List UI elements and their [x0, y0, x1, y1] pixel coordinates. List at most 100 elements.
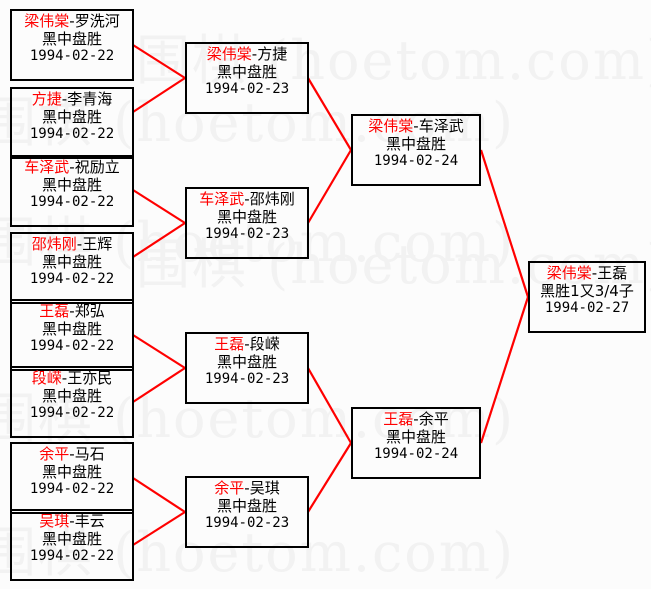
match-date: 1994-02-23 [204, 226, 290, 243]
connector-line [307, 77, 352, 151]
match-box-r2-3[interactable]: 王磊-段嵘 黑中盘胜 1994-02-23 [185, 332, 309, 404]
match-players: 方捷-李青海 [12, 90, 132, 109]
match-winner: 王磊 [383, 410, 414, 428]
match-players: 梁伟棠-方捷 [187, 45, 307, 64]
match-separator: - [413, 410, 419, 428]
match-winner: 邵炜刚 [31, 235, 77, 253]
match-separator: - [251, 45, 258, 63]
match-players: 余平-马石 [12, 445, 132, 464]
match-date: 1994-02-23 [204, 371, 290, 388]
match-result: 黑中盘胜 [41, 175, 102, 194]
match-loser: 王亦民 [67, 369, 113, 387]
match-winner: 王磊 [214, 335, 245, 353]
match-result: 黑中盘胜 [385, 427, 446, 446]
match-box-r1-7[interactable]: 余平-马石 黑中盘胜 1994-02-22 [10, 442, 134, 514]
match-box-r2-2[interactable]: 车泽武-邵炜刚 黑中盘胜 1994-02-23 [185, 187, 309, 259]
match-result: 黑中盘胜 [385, 134, 446, 153]
match-date: 1994-02-24 [373, 446, 459, 463]
match-players: 王磊-郑弘 [12, 302, 132, 321]
match-date: 1994-02-27 [544, 300, 630, 317]
match-players: 吴琪-丰云 [12, 512, 132, 531]
match-separator: - [69, 445, 75, 463]
match-players: 段嵘-王亦民 [12, 369, 132, 388]
match-box-r1-1[interactable]: 梁伟棠-罗洗河 黑中盘胜 1994-02-22 [10, 9, 134, 81]
match-date: 1994-02-22 [29, 271, 115, 288]
match-players: 车泽武-邵炜刚 [187, 190, 307, 209]
match-box-r1-3[interactable]: 车泽武-祝励立 黑中盘胜 1994-02-22 [10, 155, 134, 227]
match-result: 黑胜1又3/4子 [540, 281, 634, 300]
connector-line [307, 442, 352, 513]
match-players: 梁伟棠-王磊 [530, 264, 644, 283]
match-separator: - [244, 190, 250, 208]
match-loser: 段嵘 [249, 335, 280, 353]
match-loser: 马石 [74, 445, 105, 463]
match-box-r2-4[interactable]: 余平-吴琪 黑中盘胜 1994-02-23 [185, 476, 309, 548]
match-players: 梁伟棠-罗洗河 [12, 12, 132, 31]
match-box-r1-6[interactable]: 段嵘-王亦民 黑中盘胜 1994-02-22 [10, 366, 134, 438]
match-winner: 段嵘 [31, 369, 62, 387]
match-result: 黑中盘胜 [216, 207, 277, 226]
match-result: 黑中盘胜 [216, 496, 277, 515]
match-players: 余平-吴琪 [187, 479, 307, 498]
match-separator: - [69, 12, 75, 30]
match-players: 车泽武-祝励立 [12, 158, 132, 177]
match-date: 1994-02-22 [29, 126, 115, 143]
match-result: 黑中盘胜 [41, 386, 102, 405]
match-result: 黑中盘胜 [41, 319, 102, 338]
match-players: 王磊-段嵘 [187, 335, 307, 354]
match-separator: - [69, 512, 75, 530]
match-winner: 车泽武 [24, 158, 70, 176]
connector-line [132, 44, 186, 79]
match-winner: 余平 [39, 445, 70, 463]
match-date: 1994-02-24 [373, 153, 459, 170]
match-date: 1994-02-22 [29, 405, 115, 422]
match-box-sf-2[interactable]: 王磊-余平 黑中盘胜 1994-02-24 [351, 407, 481, 479]
match-date: 1994-02-22 [29, 338, 115, 355]
match-winner: 方捷 [31, 90, 62, 108]
connector-line [132, 77, 186, 113]
match-loser: 车泽武 [418, 117, 464, 135]
match-separator: - [76, 235, 83, 253]
match-loser: 吴琪 [249, 479, 280, 497]
match-box-r2-1[interactable]: 梁伟棠-方捷 黑中盘胜 1994-02-23 [185, 42, 309, 114]
match-result: 黑中盘胜 [41, 529, 102, 548]
match-result: 黑中盘胜 [216, 352, 277, 371]
match-date: 1994-02-23 [204, 515, 290, 532]
match-date: 1994-02-23 [204, 81, 290, 98]
match-winner: 梁伟棠 [368, 117, 414, 135]
match-separator: - [591, 264, 598, 282]
match-winner: 车泽武 [199, 190, 245, 208]
match-separator: - [244, 479, 250, 497]
match-box-r1-8[interactable]: 吴琪-丰云 黑中盘胜 1994-02-22 [10, 509, 134, 581]
match-result: 黑中盘胜 [216, 62, 277, 81]
match-winner: 吴琪 [39, 512, 70, 530]
match-result: 黑中盘胜 [41, 252, 102, 271]
match-loser: 李青海 [67, 90, 113, 108]
connector-line [307, 149, 352, 224]
connector-line [132, 367, 186, 403]
match-box-sf-1[interactable]: 梁伟棠-车泽武 黑中盘胜 1994-02-24 [351, 114, 481, 186]
match-loser: 郑弘 [74, 302, 105, 320]
match-loser: 罗洗河 [74, 12, 120, 30]
match-winner: 王磊 [39, 302, 70, 320]
match-loser: 王辉 [82, 235, 113, 253]
match-box-r1-5[interactable]: 王磊-郑弘 黑中盘胜 1994-02-22 [10, 299, 134, 371]
connector-line [479, 149, 530, 298]
match-loser: 祝励立 [74, 158, 120, 176]
match-winner: 梁伟棠 [206, 45, 252, 63]
match-box-final[interactable]: 梁伟棠-王磊 黑胜1又3/4子 1994-02-27 [528, 261, 646, 333]
match-loser: 邵炜刚 [249, 190, 295, 208]
match-separator: - [69, 302, 75, 320]
match-result: 黑中盘胜 [41, 29, 102, 48]
connector-line [132, 477, 186, 513]
match-winner: 梁伟棠 [24, 12, 70, 30]
match-box-r1-2[interactable]: 方捷-李青海 黑中盘胜 1994-02-22 [10, 87, 134, 159]
match-loser: 王磊 [597, 264, 628, 282]
match-winner: 梁伟棠 [546, 264, 592, 282]
match-separator: - [61, 90, 68, 108]
match-result: 黑中盘胜 [41, 462, 102, 481]
connector-line [132, 189, 186, 224]
match-box-r1-4[interactable]: 邵炜刚-王辉 黑中盘胜 1994-02-22 [10, 232, 134, 304]
match-separator: - [244, 335, 250, 353]
